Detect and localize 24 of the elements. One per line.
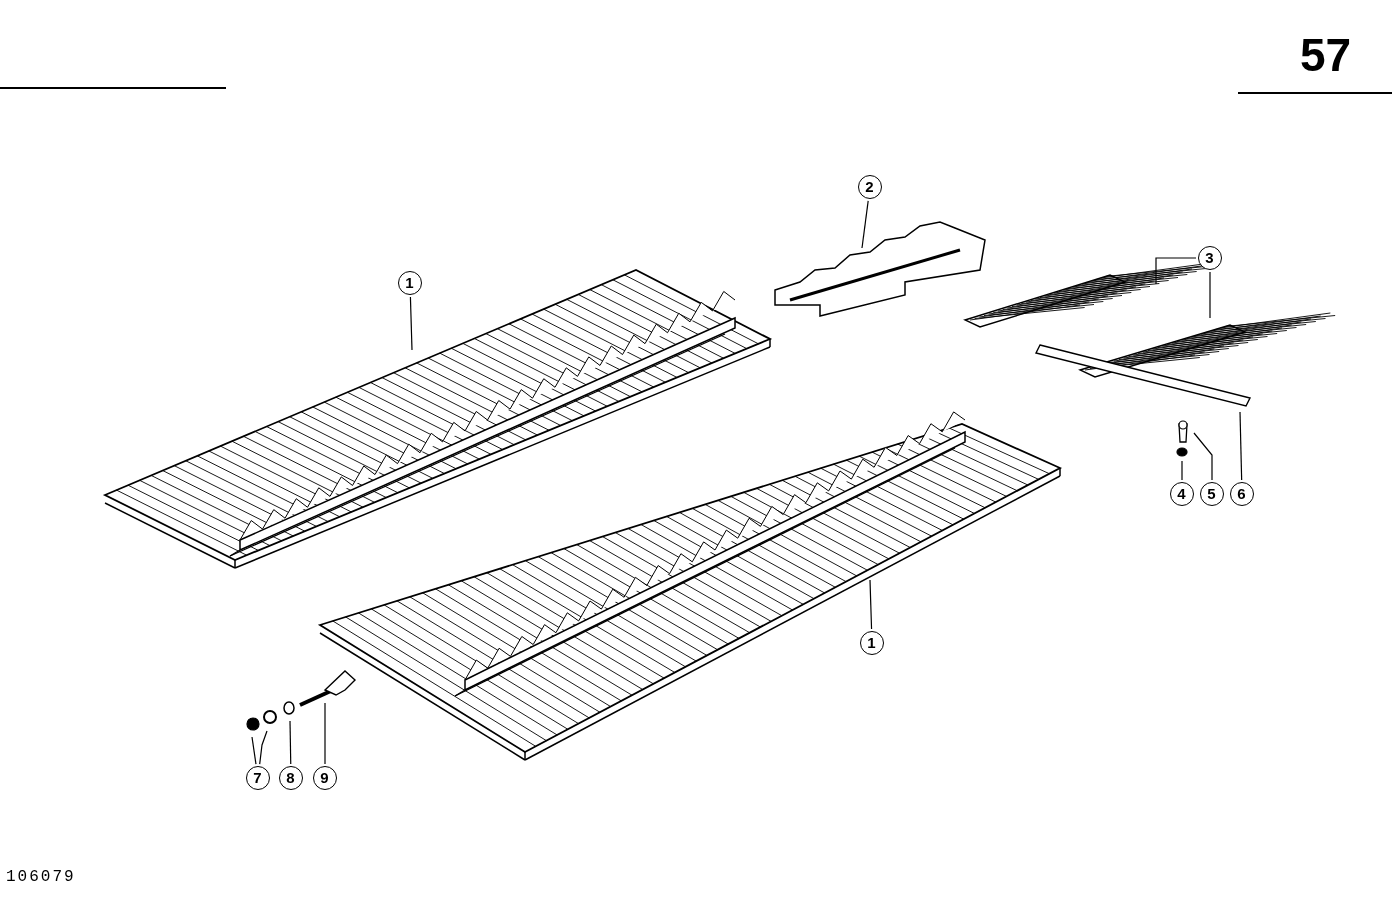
leader-line [1239,411,1243,481]
leader-line [1193,432,1213,481]
leader-line [409,296,413,351]
leader-line [1155,257,1197,285]
leader-line [251,736,257,765]
callout-number: 1 [859,630,884,655]
page-number: 57 [1300,28,1352,82]
callout-number: 5 [1199,481,1224,506]
callout-number: 2 [857,174,882,199]
callout-number: 8 [278,765,303,790]
leader-line [861,200,869,249]
callout-number: 3 [1197,245,1222,270]
leader-line [869,579,873,630]
callout-number: 7 [245,765,270,790]
callout-number: 1 [397,270,422,295]
callout-number: 9 [312,765,337,790]
leader-line [289,720,292,765]
leader-line [1209,271,1211,319]
leader-line [1181,460,1183,481]
drawing-number: 106079 [6,868,76,886]
leader-line [324,702,326,765]
leader-line [259,730,268,765]
callout-number: 6 [1229,481,1254,506]
callout-number: 4 [1169,481,1194,506]
